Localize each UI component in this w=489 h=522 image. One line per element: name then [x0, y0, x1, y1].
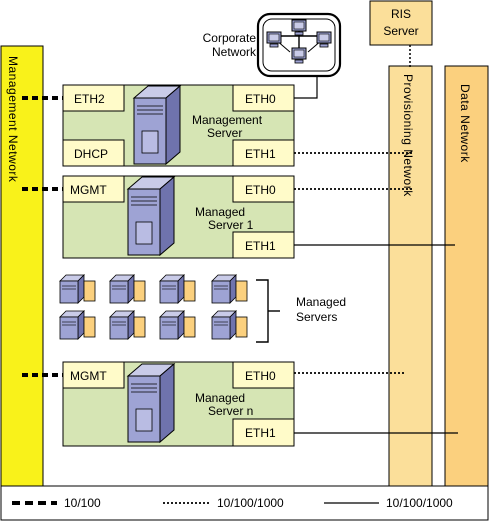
managed-server-n-label-line2: Server n [208, 404, 253, 418]
managed-server-n-panel: MGMT ETH0 ETH1 Managed Server n [62, 361, 295, 447]
corporate-to-eth0-link [294, 76, 318, 99]
mgmt-port [62, 361, 125, 389]
mini-server-icon [109, 274, 146, 304]
eth1-label: ETH1 [245, 147, 276, 161]
management-network-label: Management Network [6, 56, 20, 183]
eth2-port [62, 84, 125, 112]
managed-servers-label-line1: Managed [296, 295, 346, 309]
server-tower-icon [127, 363, 175, 443]
dhcp-port [62, 139, 125, 167]
eth0-port [232, 361, 295, 389]
management-network-bar [0, 45, 44, 507]
mgmt-label: MGMT [70, 369, 107, 383]
server-tower-icon [133, 85, 181, 165]
management-server-label-line2: Server [207, 126, 242, 140]
mgmt-port [62, 175, 125, 203]
managed-server-1-label-line2: Server 1 [208, 218, 254, 232]
mini-server-icon [109, 310, 146, 340]
mini-server-icon [159, 274, 196, 304]
eth1-label: ETH1 [245, 426, 276, 440]
managed-servers-bracket [256, 279, 269, 343]
dhcp-label: DHCP [74, 147, 108, 161]
eth1-port [232, 139, 295, 167]
data-network-label: Data Network [458, 84, 472, 163]
eth0-label: ETH0 [245, 92, 276, 106]
eth1-port [232, 418, 295, 447]
managed-server-n-label-line1: Managed [195, 391, 245, 405]
legend-item-3-label: 10/100/1000 [386, 496, 453, 510]
eth0-label: ETH0 [245, 183, 276, 197]
mini-server-icon [59, 274, 96, 304]
ris-server-label-line1: RIS [391, 7, 411, 21]
managed-server-1-label-line1: Managed [195, 205, 245, 219]
legend: 10/100 10/100/1000 10/100/1000 [0, 485, 489, 521]
eth0-port [232, 84, 295, 112]
mini-server-icon [211, 310, 248, 340]
mini-server-icon [211, 274, 248, 304]
managed-servers-label-line2: Servers [296, 310, 337, 324]
legend-item-2-label: 10/100/1000 [217, 496, 284, 510]
ris-server-label-line2: Server [383, 24, 418, 38]
management-server-panel: ETH2 ETH0 DHCP ETH1 Management Server [62, 84, 295, 167]
management-server-label-line1: Management [192, 113, 263, 127]
ris-server-box [369, 0, 433, 46]
managed-server-1-panel: MGMT ETH0 ETH1 Managed Server 1 [62, 175, 295, 259]
eth1-label: ETH1 [245, 239, 276, 253]
eth1-port [232, 231, 295, 259]
corporate-network-label-line1: Corporate [203, 31, 257, 45]
eth0-label: ETH0 [245, 369, 276, 383]
eth2-label: ETH2 [74, 92, 105, 106]
corporate-network-label-line2: Network [212, 45, 257, 59]
managed-servers-group: Managed Servers [59, 274, 346, 343]
mini-server-icon [59, 310, 96, 340]
mgmt-label: MGMT [70, 183, 107, 197]
network-icon [256, 12, 342, 78]
provisioning-network-label: Provisioning Network [401, 74, 415, 197]
server-tower-icon [127, 176, 175, 256]
mini-server-icon [159, 310, 196, 340]
legend-item-1-label: 10/100 [64, 496, 101, 510]
